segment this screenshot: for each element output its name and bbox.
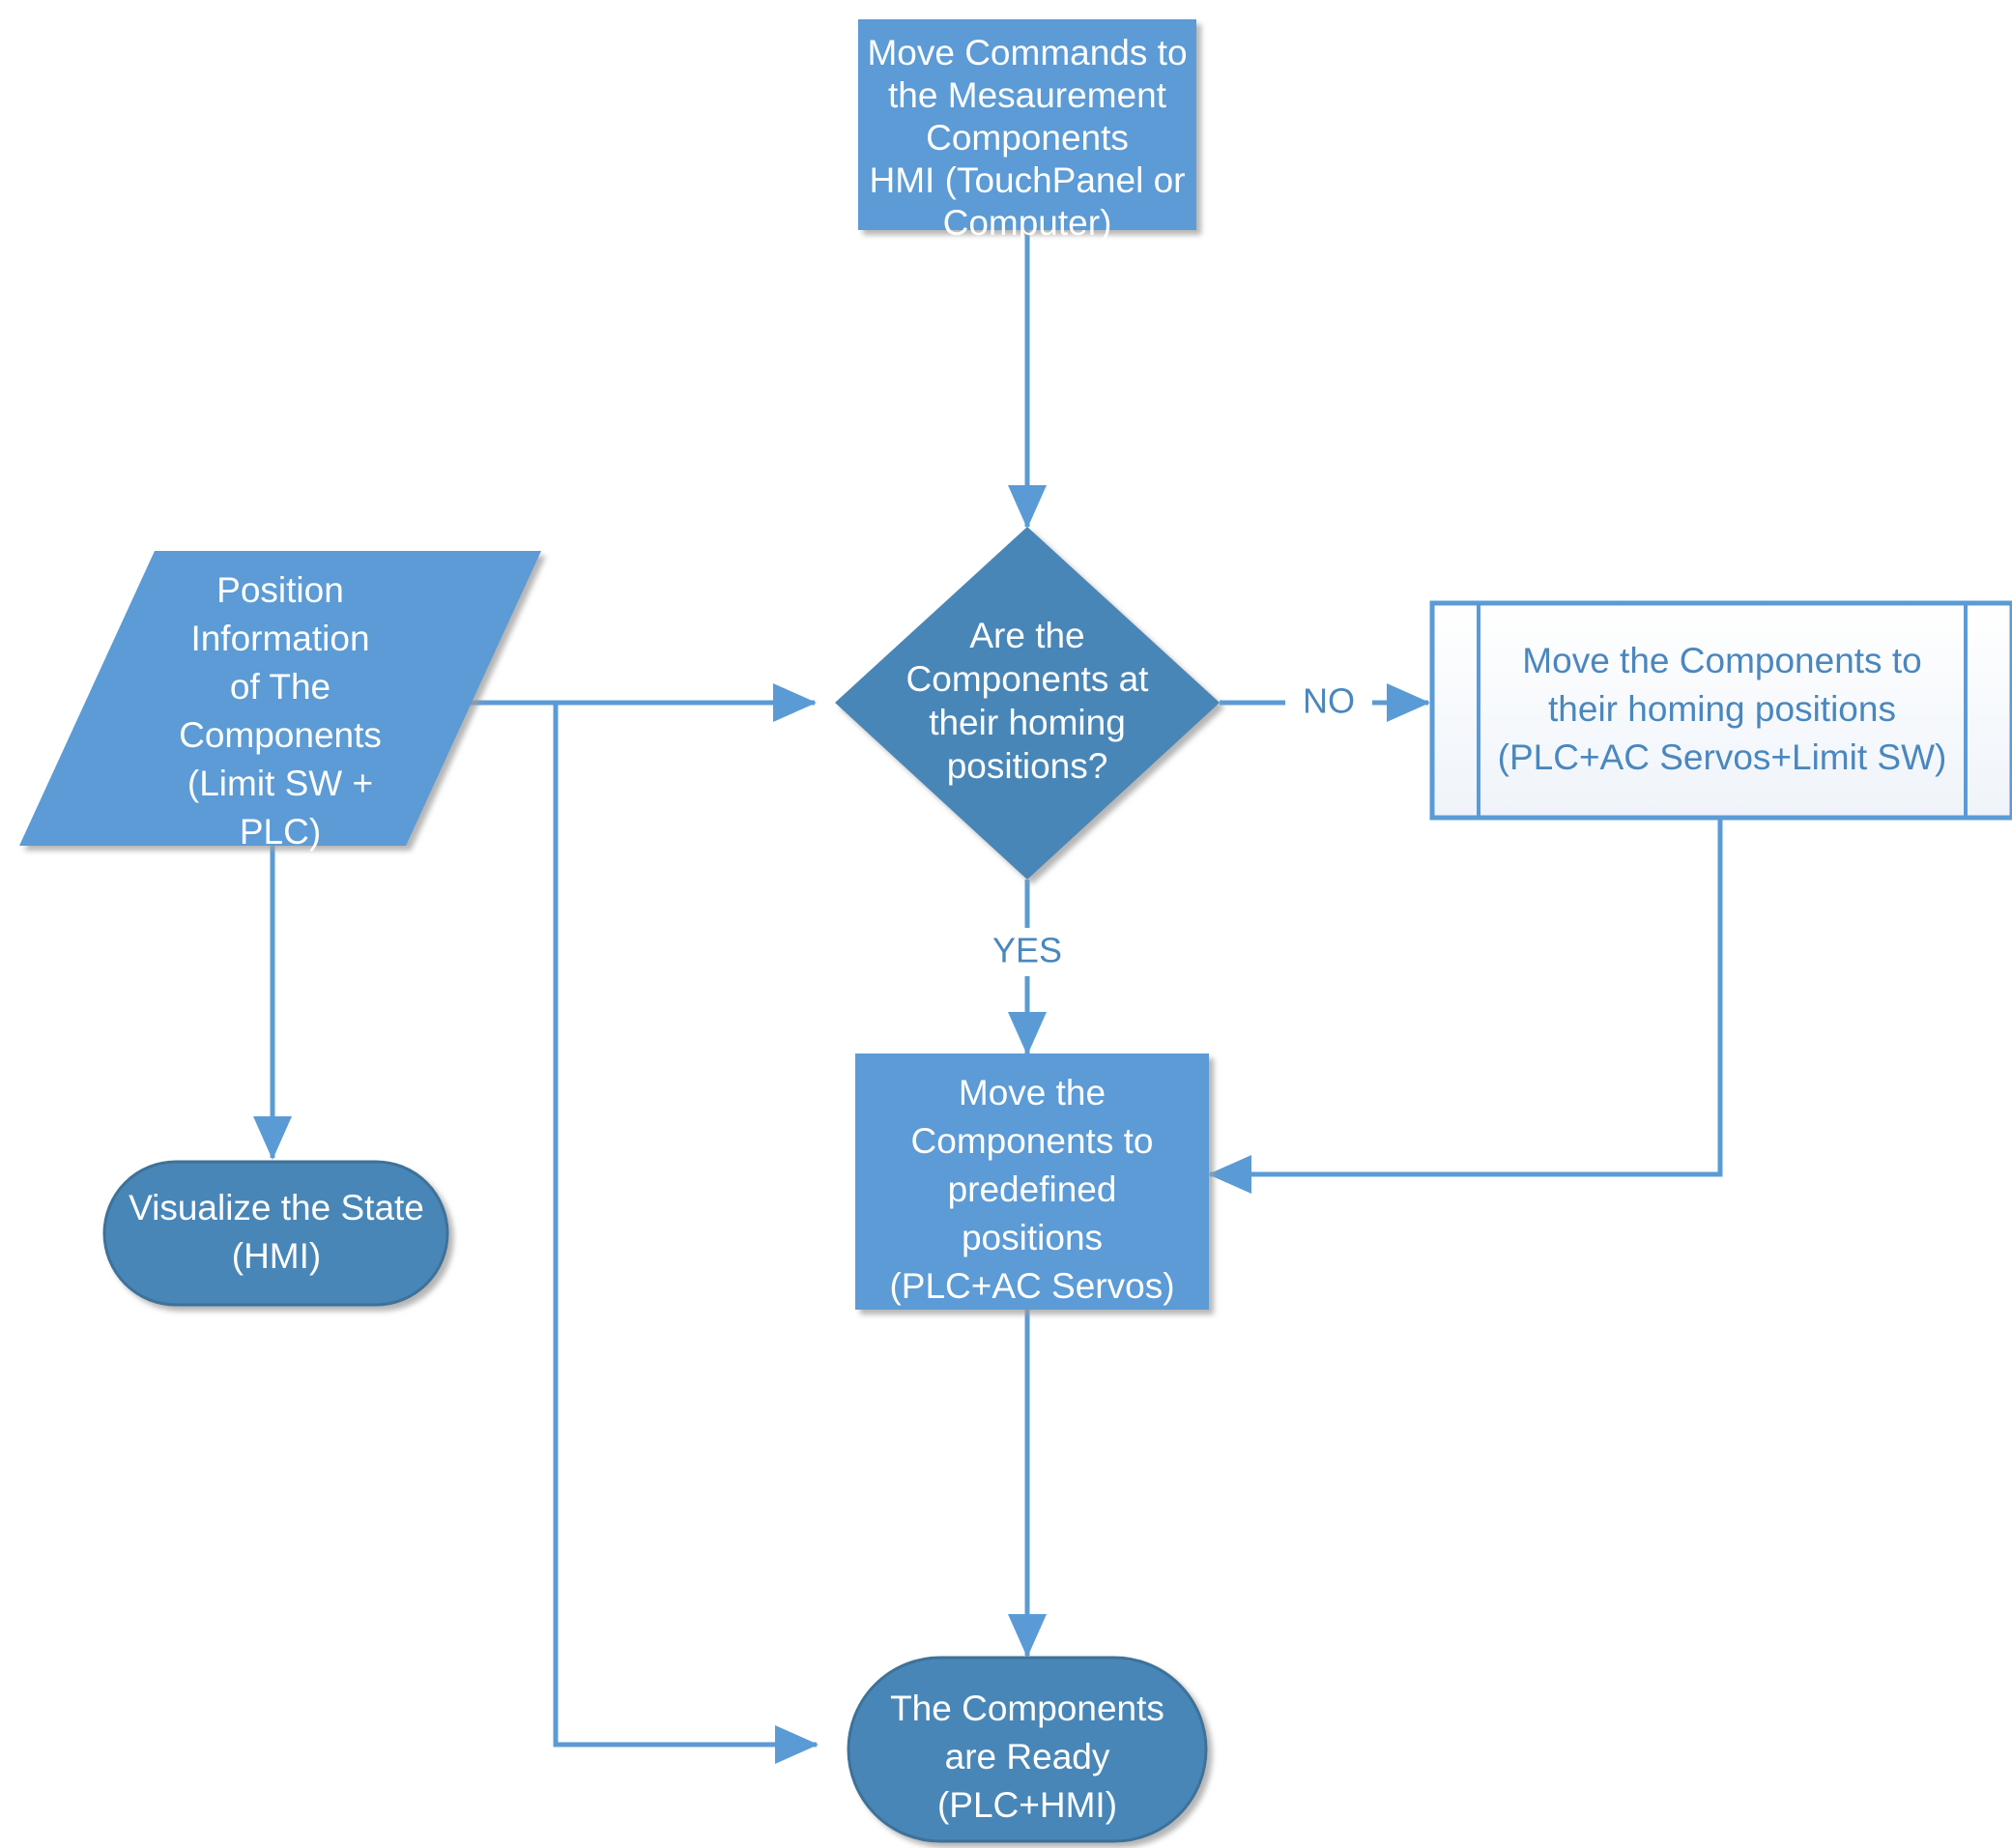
node-position-information[interactable]: Position Information of The Components (… (19, 551, 541, 852)
visualize-state-line-2: (HMI) (232, 1236, 321, 1276)
node-move-to-predefined[interactable]: Move the Components to predefined positi… (855, 1054, 1209, 1310)
node-components-ready[interactable]: The Components are Ready (PLC+HMI) (847, 1656, 1208, 1843)
components-ready-line-1: The Components (890, 1689, 1164, 1728)
move-to-homing-line-1: Move the Components to (1522, 641, 1921, 680)
move-to-homing-shape (1429, 600, 2012, 821)
edge-label-yes: YES (992, 931, 1062, 970)
position-information-line-3: of The (230, 667, 331, 707)
move-to-predefined-line-1: Move the (959, 1073, 1106, 1112)
move-commands-line-5: Computer) (943, 203, 1112, 243)
move-commands-shape (858, 19, 1196, 230)
move-to-predefined-line-4: positions (962, 1218, 1103, 1257)
position-information-line-6: PLC) (240, 812, 321, 852)
visualize-state-shape (102, 1160, 449, 1307)
components-ready-line-2: are Ready (945, 1737, 1110, 1776)
components-ready-line-3: (PLC+HMI) (937, 1785, 1117, 1825)
position-information-shape (19, 551, 541, 846)
position-information-line-5: (Limit SW + (187, 764, 373, 803)
move-commands-line-4: HMI (TouchPanel or (870, 160, 1186, 200)
move-commands-line-2: the Mesaurement (888, 75, 1167, 115)
move-commands-line-1: Move Commands to (867, 33, 1187, 72)
homing-decision-shape (835, 527, 1220, 880)
move-to-homing-line-2: their homing positions (1548, 689, 1896, 729)
homing-decision-line-4: positions? (947, 746, 1108, 786)
node-move-to-homing[interactable]: Move the Components to their homing posi… (1429, 600, 2012, 821)
homing-decision-line-2: Components at (906, 659, 1150, 699)
edge-label-no: NO (1303, 681, 1355, 721)
node-visualize-state[interactable]: Visualize the State (HMI) (102, 1160, 449, 1307)
move-to-predefined-shape (855, 1054, 1209, 1310)
move-to-predefined-line-2: Components to (911, 1121, 1154, 1161)
position-information-line-2: Information (190, 619, 369, 658)
visualize-state-line-1: Visualize the State (129, 1188, 424, 1227)
position-information-line-1: Position (216, 570, 344, 610)
homing-decision-line-3: their homing (929, 703, 1126, 742)
node-homing-decision[interactable]: Are the Components at their homing posit… (835, 527, 1220, 880)
move-to-predefined-line-5: (PLC+AC Servos) (889, 1266, 1174, 1306)
move-to-homing-line-3: (PLC+AC Servos+Limit SW) (1498, 737, 1947, 777)
move-commands-line-3: Components (926, 118, 1129, 158)
position-information-line-4: Components (179, 715, 382, 755)
edge-move-homing-to-move-predefined (1208, 817, 1723, 1194)
node-move-commands[interactable]: Move Commands to the Mesaurement Compone… (858, 19, 1196, 243)
components-ready-shape (847, 1656, 1208, 1843)
edge-position-info-to-components-ready (553, 703, 819, 1764)
homing-decision-line-1: Are the (969, 616, 1084, 655)
move-to-predefined-line-3: predefined (948, 1169, 1117, 1209)
